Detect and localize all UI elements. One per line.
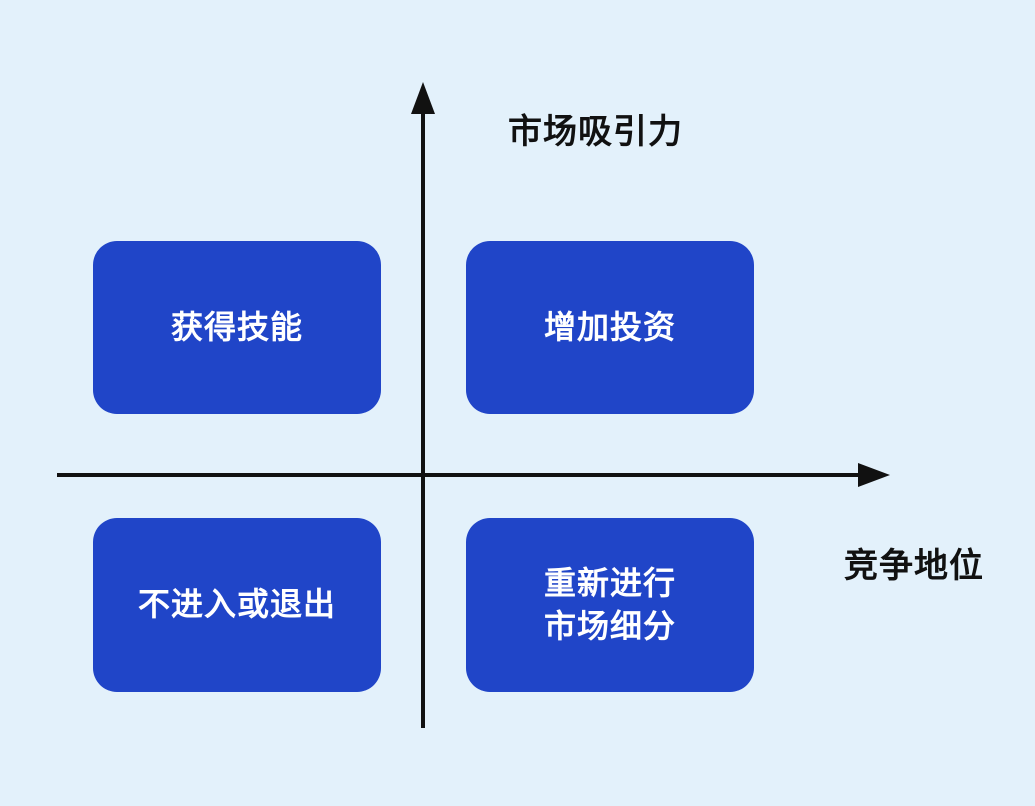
quadrant-box-bottom-right: 重新进行 市场细分: [466, 518, 754, 692]
quadrant-label-bottom-right-line2: 市场细分: [543, 608, 676, 644]
quadrant-label-bottom-left: 不进入或退出: [137, 586, 336, 623]
quadrant-box-top-right: 增加投资: [466, 241, 754, 414]
y-axis-label: 市场吸引力: [508, 113, 683, 151]
quadrant-label-bottom-right-line1: 重新进行: [543, 564, 676, 601]
quadrant-box-top-left: 获得技能: [93, 241, 381, 414]
quadrant-label-top-right: 增加投资: [543, 308, 676, 345]
quadrant-label-bottom-right: 重新进行 市场细分: [544, 562, 676, 648]
x-axis-label: 竞争地位: [844, 547, 984, 585]
x-axis-arrowhead: [858, 463, 890, 487]
y-axis-arrowhead: [411, 82, 435, 114]
quadrant-label-top-left: 获得技能: [170, 308, 303, 345]
quadrant-box-bottom-left: 不进入或退出: [93, 518, 381, 692]
